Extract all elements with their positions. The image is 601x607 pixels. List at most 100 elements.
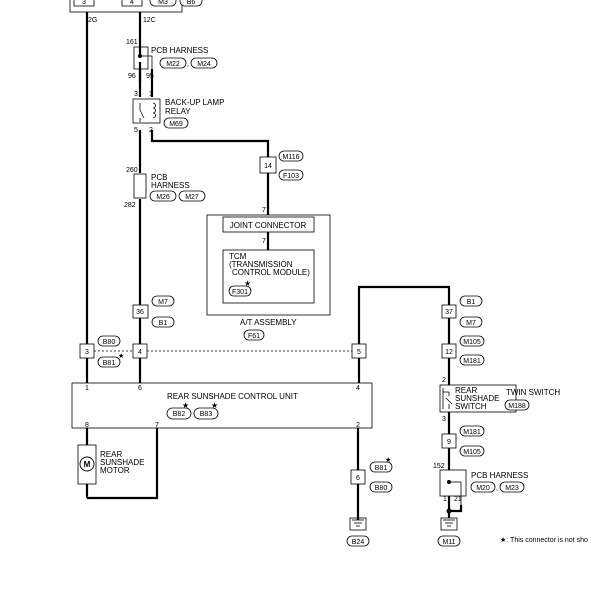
inline6-conn-b: B80: [375, 485, 388, 492]
row-pin-3: 3: [85, 349, 89, 356]
pcb1-pin-left: 96: [128, 73, 136, 80]
inline36-conn-a: M7: [158, 299, 168, 306]
rb-conn-m105: M105: [463, 339, 481, 346]
rb-conn-b1: B1: [467, 299, 476, 306]
pcb-harness-3: 152 PCB HARNESS M20 , M23 1 21: [433, 463, 528, 514]
ground-right: M11: [437, 517, 461, 547]
pcb3-pin-top: 152: [433, 463, 445, 470]
relay-pin-bl: 5: [134, 127, 138, 134]
top-conn-b: B6: [187, 0, 196, 6]
inline-connector-6: 6 ★ B81 B80: [350, 456, 393, 493]
wires: [85, 12, 451, 520]
motor-symbol: M: [84, 460, 91, 469]
row-conn-b: B81: [103, 360, 116, 367]
row-pin-5: 5: [357, 349, 361, 356]
tcm-line2: (TRANSMISSION: [229, 260, 293, 269]
rb-pin-37: 37: [445, 309, 453, 316]
rear-sunshade-switch: 2 REAR SUNSHADE SWITCH TWIN SWITCH M188 …: [439, 377, 560, 423]
inline14-pin: 14: [264, 163, 272, 170]
tcm-star: ★: [244, 279, 251, 288]
joint-pin-top: 7: [262, 207, 266, 214]
cu-pin-1: 1: [85, 385, 89, 392]
pcb3-conn-b: M23: [505, 485, 519, 492]
pcb-harness-1: 161 PCB HARNESS M22 , M24 96 95: [126, 39, 218, 97]
inline6-pin: 6: [356, 475, 360, 482]
footnote: ★: This connector is not sho: [500, 536, 588, 544]
inline36-conn-b: B1: [159, 320, 168, 327]
inline6-conn-a: B81: [375, 465, 388, 472]
pcb1-conn-b: M24: [197, 61, 211, 68]
ground-left: B24: [346, 517, 370, 547]
inline-connector-14: 14 M116 F103: [259, 150, 304, 181]
cu-pin-4: 4: [356, 385, 360, 392]
pcb1-conn-a: M22: [166, 61, 180, 68]
rb-conn-m7: M7: [466, 320, 476, 327]
pcb1-pin-right: 95: [146, 73, 154, 80]
svg-text:,: ,: [187, 61, 189, 68]
relay-conn: M69: [169, 121, 183, 128]
relay-title-line1: BACK-UP LAMP: [165, 98, 224, 107]
cu-title: REAR SUNSHADE CONTROL UNIT: [167, 392, 298, 401]
pcb2-conn-a: M26: [156, 194, 170, 201]
inline-connector-row: 3 4 5 B80 B81 ★: [79, 335, 367, 368]
rb-pin-12: 12: [445, 349, 453, 356]
joint-connector-title: JOINT CONNECTOR: [230, 221, 307, 230]
pcb3-conn-a: M20: [476, 485, 490, 492]
rb-conn-m181-b: M181: [463, 429, 481, 436]
relay-pin-br: 2: [149, 127, 153, 134]
pcb2-title-line1: PCB: [151, 173, 167, 182]
pcb1-pin-top: 161: [126, 39, 138, 46]
rb-conn-m181: M181: [463, 358, 481, 365]
at-assembly: 7 JOINT CONNECTOR 7 TCM (TRANSMISSION CO…: [206, 207, 331, 341]
cu-pin-6: 6: [138, 385, 142, 392]
cu-conn-a: B82: [173, 411, 186, 418]
tcm-line1: TCM: [229, 252, 247, 261]
pcb-harness-2: 260 PCB HARNESS M26 M27 282: [124, 167, 206, 209]
cu-pin-2: 2: [356, 422, 360, 429]
cu-pin-7: 7: [155, 422, 159, 429]
rb-conn-m105-b: M105: [463, 449, 481, 456]
svg-text:,: ,: [496, 485, 498, 492]
row-star: ★: [118, 352, 124, 360]
ground-left-conn: B24: [352, 539, 365, 546]
pcb2-pin-bottom: 282: [124, 202, 136, 209]
inline36-pin: 36: [136, 309, 144, 316]
at-assembly-conn: F61: [248, 333, 260, 340]
inline14-conn-a: M116: [283, 154, 300, 161]
top-pin-left: 3: [82, 0, 86, 6]
pcb3-pin-right: 21: [454, 496, 462, 503]
top-pin-right: 4: [130, 0, 134, 6]
tcm-conn: F301: [232, 289, 248, 296]
pcb1-title: PCB HARNESS: [151, 46, 208, 55]
motor-icon: [79, 456, 95, 472]
pcb2-conn-b: M27: [185, 194, 199, 201]
cu-star-a: ★: [182, 401, 189, 410]
rear-sunshade-motor: M REAR SUNSHADE MOTOR: [77, 444, 144, 485]
wire-color-left: 2G: [88, 17, 97, 24]
pcb3-title: PCB HARNESS: [471, 471, 528, 480]
switch-line2: SUNSHADE: [455, 394, 499, 403]
cu-pin-8: 8: [85, 422, 89, 429]
twin-switch-label: TWIN SWITCH: [506, 388, 560, 397]
pcb2-pin-top: 260: [126, 167, 138, 174]
inline14-conn-b: F103: [283, 173, 299, 180]
relay-pin-tr: 1: [149, 91, 153, 98]
motor-line3: MOTOR: [100, 466, 130, 475]
twin-switch-conn: M188: [508, 403, 526, 410]
switch-pin-top: 2: [442, 377, 446, 384]
at-assembly-title: A/T ASSEMBLY: [240, 318, 297, 327]
row-conn-a: B80: [103, 339, 116, 346]
top-connector: 3 4 M3 B6 2G 12C: [69, 0, 203, 24]
wire-color-right: 12C: [143, 17, 156, 24]
top-conn-a: M3: [158, 0, 168, 6]
rear-sunshade-control-unit: 1 6 4 REAR SUNSHADE CONTROL UNIT ★ ★ B82…: [71, 382, 373, 429]
switch-line1: REAR: [455, 386, 477, 395]
motor-line2: SUNSHADE: [100, 458, 144, 467]
ground-right-conn: M11: [442, 539, 455, 546]
motor-line1: REAR: [100, 450, 122, 459]
switch-pin-bottom: 3: [442, 416, 446, 423]
row-pin-4: 4: [138, 349, 142, 356]
joint-pin-mid: 7: [262, 238, 266, 245]
inline-connector-36: 36 M7 B1: [132, 295, 175, 328]
